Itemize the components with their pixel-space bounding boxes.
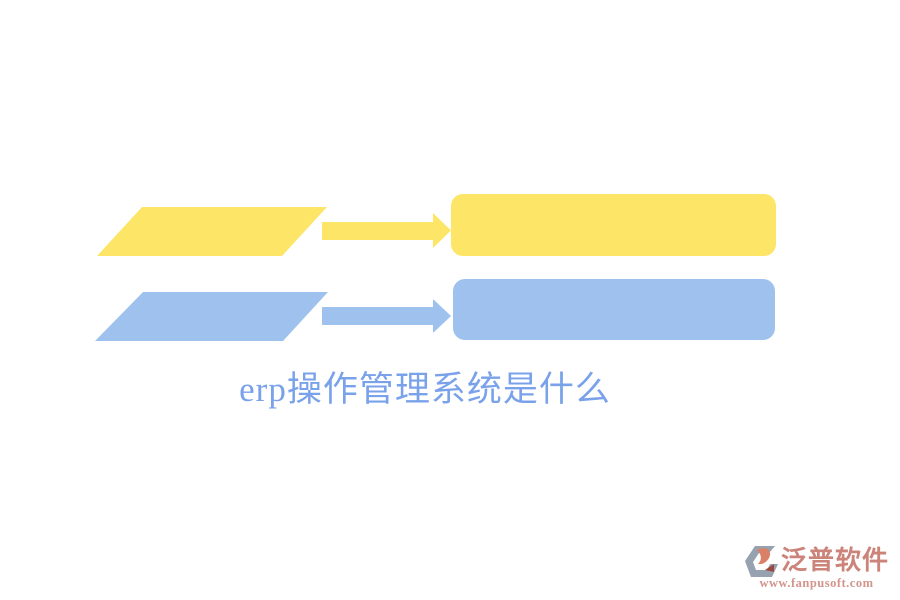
fanpu-logo-icon xyxy=(744,546,778,577)
logo-wedge-shape xyxy=(764,564,774,572)
parallelogram-bottom xyxy=(95,292,328,341)
right-arrow-top-icon xyxy=(322,213,451,248)
watermark-brand-text: 泛普软件 xyxy=(780,546,889,576)
rounded-rect-top xyxy=(451,194,776,256)
watermark-brand-row: 泛普软件 xyxy=(744,544,889,579)
fanpu-watermark: 泛普软件 www.fanpusoft.com xyxy=(744,544,889,591)
page-title: erp操作管理系统是什么 xyxy=(239,370,611,409)
logo-comma-shape xyxy=(756,548,771,565)
watermark-url: www.fanpusoft.com xyxy=(759,576,874,590)
right-arrow-bottom-icon xyxy=(322,299,451,333)
rounded-rect-bottom xyxy=(453,279,775,340)
parallelogram-top xyxy=(97,207,327,256)
